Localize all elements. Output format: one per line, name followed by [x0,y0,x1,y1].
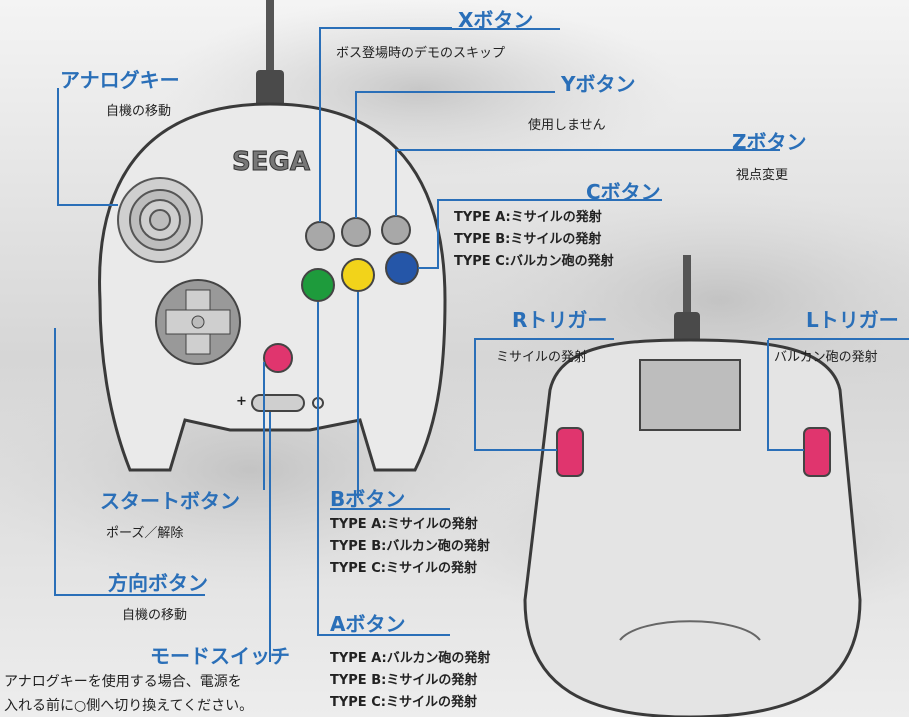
start-button-title: スタートボタン [100,489,240,513]
controller-back-view [523,255,862,717]
controller-back-body [523,338,862,717]
mode-switch-note: アナログキーを使用する場合、電源を 入れる前に○側へ切り換えてください。 [4,670,253,718]
z-button-desc: 視点変更 [736,168,789,183]
a-button-types: TYPE A:バルカン砲の発射 TYPE B:ミサイルの発射 TYPE C:ミサ… [330,648,490,714]
c-button-types: TYPE A:ミサイルの発射 TYPE B:ミサイルの発射 TYPE C:バルカ… [454,207,614,273]
leader-lines [54,27,804,662]
c-button-type-a: TYPE A:ミサイルの発射 [454,210,602,225]
c-button-shape [385,251,419,285]
l-trigger-title: Lトリガー [806,308,899,332]
c-button-type-c: TYPE C:バルカン砲の発射 [454,254,614,269]
b-button-type-b: TYPE B:バルカン砲の発射 [330,539,490,554]
b-button-underline [330,508,450,510]
sega-logo: SEGA [232,147,310,177]
controller-cable [683,255,691,315]
b-button-type-c: TYPE C:ミサイルの発射 [330,561,477,576]
dpad-desc: 自機の移動 [122,608,188,623]
r-trigger-title: Rトリガー [512,308,608,332]
b-button-types: TYPE A:ミサイルの発射 TYPE B:バルカン砲の発射 TYPE C:ミサ… [330,514,490,580]
c-button-title: Cボタン [586,180,661,204]
a-button-type-b: TYPE B:ミサイルの発射 [330,673,478,688]
b-button-title: Bボタン [330,487,406,511]
controller-cable [266,0,274,80]
x-button-shape [305,221,335,251]
l-trigger-desc: バルカン砲の発射 [774,350,878,365]
l-trigger-shape [803,427,831,477]
mode-switch-shape [251,394,305,412]
mode-switch-plus: + [236,394,247,409]
analog-key-desc: 自機の移動 [106,104,172,119]
r-trigger-shape [556,427,584,477]
a-button-title: Aボタン [330,612,406,636]
mode-switch-note-line1: アナログキーを使用する場合、電源を [4,674,242,690]
x-button-desc: ボス登場時のデモのスキップ [336,46,506,61]
z-button-shape [381,215,411,245]
x-button-underline [410,28,560,30]
r-trigger-underline [474,338,614,340]
c-button-type-b: TYPE B:ミサイルの発射 [454,232,602,247]
a-button-type-c: TYPE C:ミサイルの発射 [330,695,477,710]
r-trigger-desc: ミサイルの発射 [496,350,588,365]
y-button-shape [341,217,371,247]
y-button-desc: 使用しません [528,118,606,133]
mode-switch-title: モードスイッチ [150,644,290,668]
start-button-desc: ポーズ／解除 [106,526,184,541]
z-button-title: Zボタン [732,130,807,154]
cable-strain-relief [256,70,284,108]
dpad [155,279,241,365]
analog-key [117,177,203,263]
l-trigger-underline [768,338,909,340]
start-button-shape [263,343,293,373]
b-button-shape [341,258,375,292]
y-button-title: Yボタン [561,72,636,96]
analog-key-title: アナログキー [60,68,180,92]
mode-switch-note-line2: 入れる前に○側へ切り換えてください。 [4,698,254,714]
dpad-title: 方向ボタン [108,571,208,595]
a-button-shape [301,268,335,302]
b-button-type-a: TYPE A:ミサイルの発射 [330,517,478,532]
a-button-type-a: TYPE A:バルカン砲の発射 [330,651,491,666]
